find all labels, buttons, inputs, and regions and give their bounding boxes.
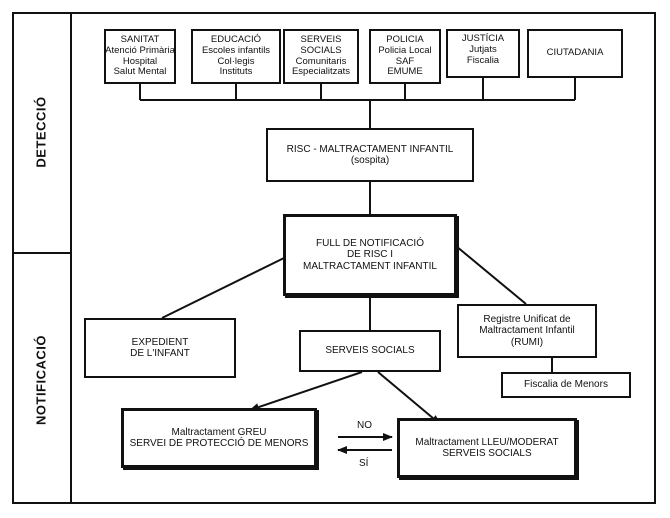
- source-title-citizens: CIUTADANIA: [546, 47, 604, 59]
- mild-line: Maltractament LLEU/MODERAT: [415, 436, 559, 448]
- registry-line: (RUMI): [510, 336, 544, 348]
- file-line: EXPEDIENT: [131, 336, 189, 348]
- source-line: Instituts: [219, 66, 253, 78]
- source-line: Atenció Primària: [105, 44, 175, 56]
- severe-line: Maltractament GREU: [171, 426, 267, 438]
- severe-line: SERVEI DE PROTECCIÓ DE MENORS: [129, 438, 309, 449]
- juvenile-prosecutor-box: Fiscalia de Menors: [501, 372, 631, 398]
- source-title-social-services: SERVEIS: [300, 33, 342, 45]
- source-line: EMUME: [387, 66, 423, 78]
- source-title-education: EDUCACIÓ: [210, 33, 262, 45]
- source-box-citizens: CIUTADANIA: [527, 29, 623, 78]
- source-line: Salut Mental: [113, 66, 167, 78]
- section-divider: [12, 252, 72, 254]
- source-line: Escoles infantils: [201, 44, 271, 56]
- child-file-box: EXPEDIENT DE L'INFANT: [84, 318, 236, 378]
- registry-box: Registre Unificat de Maltractament Infan…: [457, 304, 597, 358]
- source-line: SOCIALS: [300, 44, 342, 56]
- label-yes: SÍ: [359, 458, 369, 469]
- mild-line: SERVEIS SOCIALS: [442, 448, 532, 459]
- risk-box: RISC - MALTRACTAMENT INFANTIL (sospita): [266, 128, 474, 182]
- source-line: Policia Local: [378, 44, 432, 56]
- source-line: Comunitaris: [295, 55, 347, 67]
- registry-line: Registre Unificat de: [483, 313, 571, 325]
- mild-abuse-box: Maltractament LLEU/MODERAT SERVEIS SOCIA…: [397, 418, 577, 478]
- source-box-police: POLICIA Policia Local SAF EMUME: [369, 29, 441, 84]
- source-title-police: POLICIA: [386, 33, 424, 45]
- form-line: FULL DE NOTIFICACIÓ: [316, 237, 424, 249]
- source-title-health: SANITAT: [120, 33, 160, 45]
- notification-form-box: FULL DE NOTIFICACIÓ DE RISC I MALTRACTAM…: [283, 214, 457, 296]
- file-line: DE L'INFANT: [130, 348, 190, 359]
- source-box-education: EDUCACIÓ Escoles infantils Col·legis Ins…: [191, 29, 281, 84]
- source-line: SAF: [395, 55, 415, 67]
- source-line: Hospital: [122, 55, 158, 67]
- registry-line: Maltractament Infantil: [479, 325, 575, 337]
- source-line: Fiscalia: [466, 54, 500, 66]
- form-line: DE RISC I: [346, 249, 394, 261]
- severe-abuse-box: Maltractament GREU SERVEI DE PROTECCIÓ D…: [121, 408, 317, 468]
- source-box-health: SANITAT Atenció Primària Hospital Salut …: [104, 29, 176, 84]
- source-line: Col·legis: [217, 55, 255, 67]
- form-line: MALTRACTAMENT INFANTIL: [303, 260, 437, 272]
- prosecutor-label: Fiscalia de Menors: [524, 379, 608, 391]
- risk-subtitle: (sospita): [350, 155, 390, 166]
- source-title-justice: JUSTÍCIA: [461, 33, 505, 44]
- source-line: Jutjats: [469, 43, 497, 55]
- risk-title: RISC - MALTRACTAMENT INFANTIL: [286, 143, 454, 155]
- social-services-label: SERVEIS SOCIALS: [325, 345, 415, 357]
- source-line: Especialitzats: [291, 66, 351, 78]
- source-box-social-services: SERVEIS SOCIALS Comunitaris Especialitza…: [283, 29, 359, 84]
- source-box-justice: JUSTÍCIA Jutjats Fiscalia: [446, 29, 520, 78]
- social-services-box: SERVEIS SOCIALS: [299, 330, 441, 372]
- label-no: NO: [357, 420, 372, 431]
- sidebar-divider: [70, 12, 72, 504]
